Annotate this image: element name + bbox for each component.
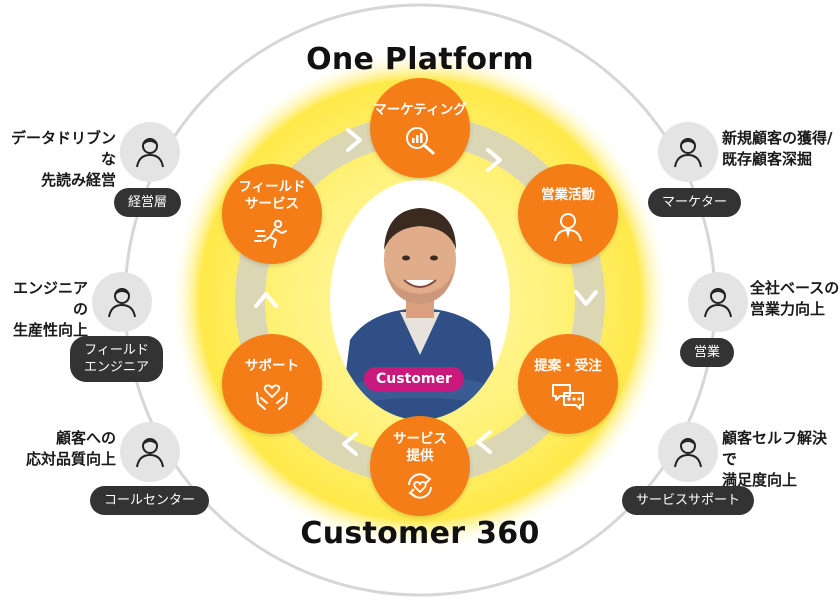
person-icon xyxy=(674,138,702,168)
node-marketing-label: マーケティング xyxy=(373,101,467,118)
person-icon xyxy=(704,288,732,318)
heart-cycle-icon xyxy=(408,473,432,499)
person-icon xyxy=(136,438,164,468)
pill-marketer: マーケター xyxy=(648,188,742,217)
pill-executive: 経営層 xyxy=(114,188,182,217)
person-icon xyxy=(136,138,164,168)
caption-sales: 全社ベースの 営業力向上 xyxy=(750,279,840,318)
running-person-icon xyxy=(254,219,287,248)
caption-executive: データドリブンな 先読み経営 xyxy=(10,129,116,189)
person-icon xyxy=(108,288,136,318)
person-call-center xyxy=(120,422,180,482)
caption-call-center: 顧客への 応対品質向上 xyxy=(25,429,116,468)
pill-field-engineer: フィールド エンジニア xyxy=(70,336,164,382)
node-field-service: フィールド サービス xyxy=(222,164,322,264)
person-sales xyxy=(688,272,748,332)
node-support-label: サポート xyxy=(245,357,299,374)
person-executive xyxy=(120,122,180,182)
person-marketer xyxy=(658,122,718,182)
title-one-platform: One Platform xyxy=(306,42,534,77)
pill-service-support: サービスサポート xyxy=(622,486,755,515)
caption-service-support: 顧客セルフ解決で 満足度向上 xyxy=(722,429,828,489)
person-icon xyxy=(674,438,702,468)
node-service-delivery-label: サービス 提供 xyxy=(393,431,447,464)
node-proposal-order: 提案・受注 xyxy=(518,334,618,434)
pill-call-center: コールセンター xyxy=(90,486,210,515)
node-proposal-order-label: 提案・受注 xyxy=(534,357,602,374)
customer-badge: Customer xyxy=(364,367,464,391)
hands-heart-icon xyxy=(256,384,288,410)
node-marketing: マーケティング xyxy=(370,78,470,178)
ring-chevrons xyxy=(254,128,598,456)
caption-field-engineer: エンジニアの 生産性向上 xyxy=(12,279,88,339)
node-sales-label: 営業活動 xyxy=(541,186,595,203)
person-service-support xyxy=(658,422,718,482)
caption-marketer: 新規顧客の獲得/ 既存顧客深掘 xyxy=(722,129,833,168)
magnifier-chart-icon xyxy=(406,126,435,154)
node-service-delivery: サービス 提供 xyxy=(370,416,470,516)
chat-bubbles-icon xyxy=(552,383,584,410)
pill-sales: 営業 xyxy=(680,338,735,367)
person-field-engineer xyxy=(92,272,152,332)
node-support: サポート xyxy=(222,334,322,434)
node-field-service-label: フィールド サービス xyxy=(238,179,306,212)
node-sales: 営業活動 xyxy=(518,164,618,264)
businessperson-icon xyxy=(554,212,582,241)
title-customer-360: Customer 360 xyxy=(300,516,540,551)
